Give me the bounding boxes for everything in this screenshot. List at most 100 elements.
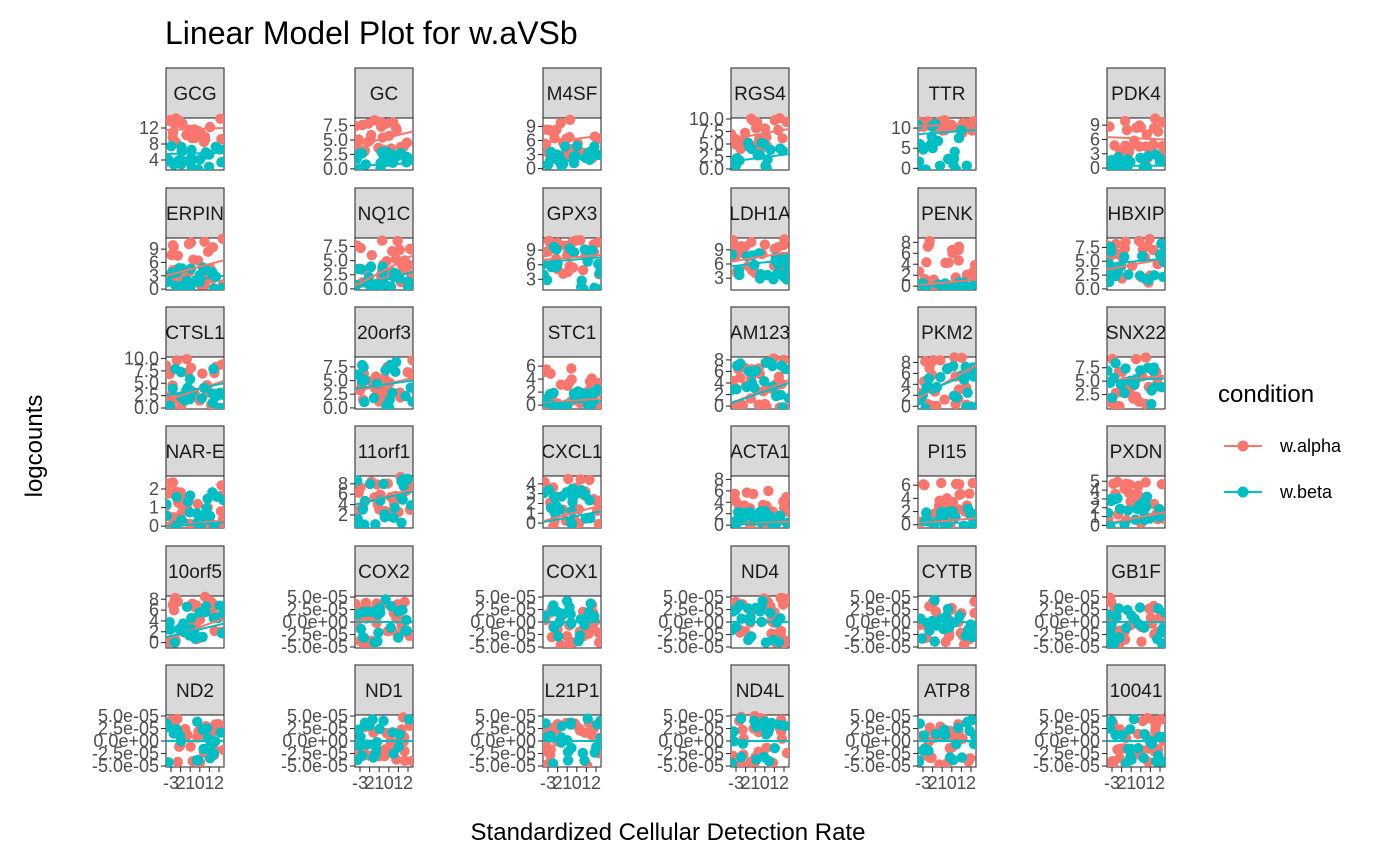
point-w-beta [942, 603, 954, 615]
x-tick-label: -3 [728, 773, 744, 793]
point-w-beta [543, 487, 549, 499]
facet-strip [542, 545, 602, 597]
point-w-alpha [1108, 478, 1119, 489]
point-w-beta [948, 361, 959, 372]
point-w-beta [1154, 249, 1165, 260]
trend-line-w-alpha [355, 254, 413, 287]
point-w-alpha [171, 355, 183, 366]
point-w-alpha [761, 742, 772, 753]
point-w-beta [731, 625, 737, 636]
facet-points [355, 712, 413, 767]
point-w-beta [585, 388, 596, 399]
point-w-beta [181, 601, 193, 612]
point-w-alpha [1137, 715, 1149, 727]
y-tick-label: 6 [526, 356, 536, 376]
facet-strip-label: GB1F [1111, 562, 1161, 583]
point-w-beta [393, 150, 404, 161]
point-w-beta [556, 721, 567, 732]
point-w-alpha [555, 117, 566, 129]
facet-strip [165, 664, 225, 716]
point-w-alpha [548, 520, 559, 528]
point-w-alpha [1149, 113, 1161, 124]
y-tick-label: 0 [149, 516, 159, 536]
point-w-beta [1120, 363, 1131, 374]
legend-label-alpha: w.alpha [1279, 436, 1342, 456]
point-w-beta [385, 359, 396, 371]
point-w-alpha [188, 132, 199, 144]
point-w-alpha [172, 250, 183, 261]
facet-strip [917, 187, 977, 239]
y-tick-label: 0 [149, 279, 159, 299]
point-w-beta [166, 617, 175, 628]
point-w-beta [371, 737, 383, 748]
y-tick-label: 2 [149, 622, 159, 642]
facet-strip [354, 545, 414, 597]
facet-points [918, 595, 976, 648]
point-w-beta [775, 510, 786, 521]
facet-points [918, 352, 976, 409]
point-w-beta [406, 500, 413, 511]
trend-line-w-beta [543, 256, 601, 264]
point-w-beta [741, 381, 752, 393]
facet-strip-label: HBXIP [1107, 204, 1164, 225]
point-w-beta [1137, 250, 1148, 262]
y-tick-label: 6 [338, 484, 348, 504]
point-w-beta [560, 141, 571, 152]
point-w-beta [1133, 618, 1144, 630]
point-w-beta [1122, 743, 1134, 754]
y-tick-label: 6 [526, 255, 536, 275]
y-tick-label: 4 [1090, 480, 1100, 500]
point-w-beta [359, 717, 371, 728]
point-w-beta [1114, 632, 1125, 643]
point-w-alpha [774, 113, 785, 124]
facet-strip-label: PENK [921, 204, 973, 225]
point-w-alpha [1126, 260, 1138, 271]
trend-line-w-alpha [918, 364, 976, 399]
point-w-alpha [774, 627, 785, 638]
point-w-alpha [199, 236, 210, 247]
point-w-beta [196, 393, 207, 404]
y-tick-label: 6 [149, 252, 159, 272]
y-tick-label: 5.0 [134, 373, 159, 393]
point-w-beta [1113, 603, 1124, 614]
point-w-beta [934, 160, 946, 170]
point-w-beta [770, 390, 782, 402]
y-tick-label: 3 [526, 269, 536, 289]
point-w-beta [742, 603, 754, 614]
trend-line-w-alpha [731, 128, 789, 140]
trend-line-w-beta [166, 274, 224, 286]
point-w-alpha [950, 478, 962, 490]
y-tick-label: 10.0 [124, 348, 159, 368]
point-w-beta [1107, 392, 1118, 403]
facet-points [731, 234, 789, 285]
y-tick-label: 2.5 [323, 144, 348, 164]
point-w-alpha [750, 123, 762, 134]
y-tick-label: 0.0e+00 [470, 731, 536, 751]
point-w-beta [735, 713, 747, 724]
point-w-beta [550, 605, 562, 617]
point-w-beta [579, 244, 590, 255]
point-w-beta [372, 609, 384, 620]
point-w-beta [393, 741, 405, 752]
point-w-alpha [759, 123, 771, 134]
trend-line-w-beta [355, 379, 413, 390]
point-w-beta [593, 258, 601, 270]
point-w-alpha [170, 592, 181, 604]
facet-strip [730, 664, 790, 716]
point-w-beta [401, 625, 412, 636]
y-tick-label: 0 [901, 158, 911, 178]
x-tick-label: 2 [928, 773, 938, 793]
point-w-beta [1148, 366, 1159, 377]
point-w-beta [952, 722, 964, 734]
point-w-alpha [369, 115, 380, 126]
y-tick-label: 0.0e+00 [470, 612, 536, 632]
point-w-alpha [360, 597, 372, 608]
point-w-alpha [166, 114, 176, 126]
point-w-beta [545, 147, 556, 158]
point-w-beta [756, 137, 767, 149]
point-w-beta [923, 373, 934, 384]
point-w-beta [760, 357, 771, 368]
trend-line-w-beta [166, 151, 224, 155]
y-tick-label: -2.5e-05 [1033, 625, 1100, 645]
